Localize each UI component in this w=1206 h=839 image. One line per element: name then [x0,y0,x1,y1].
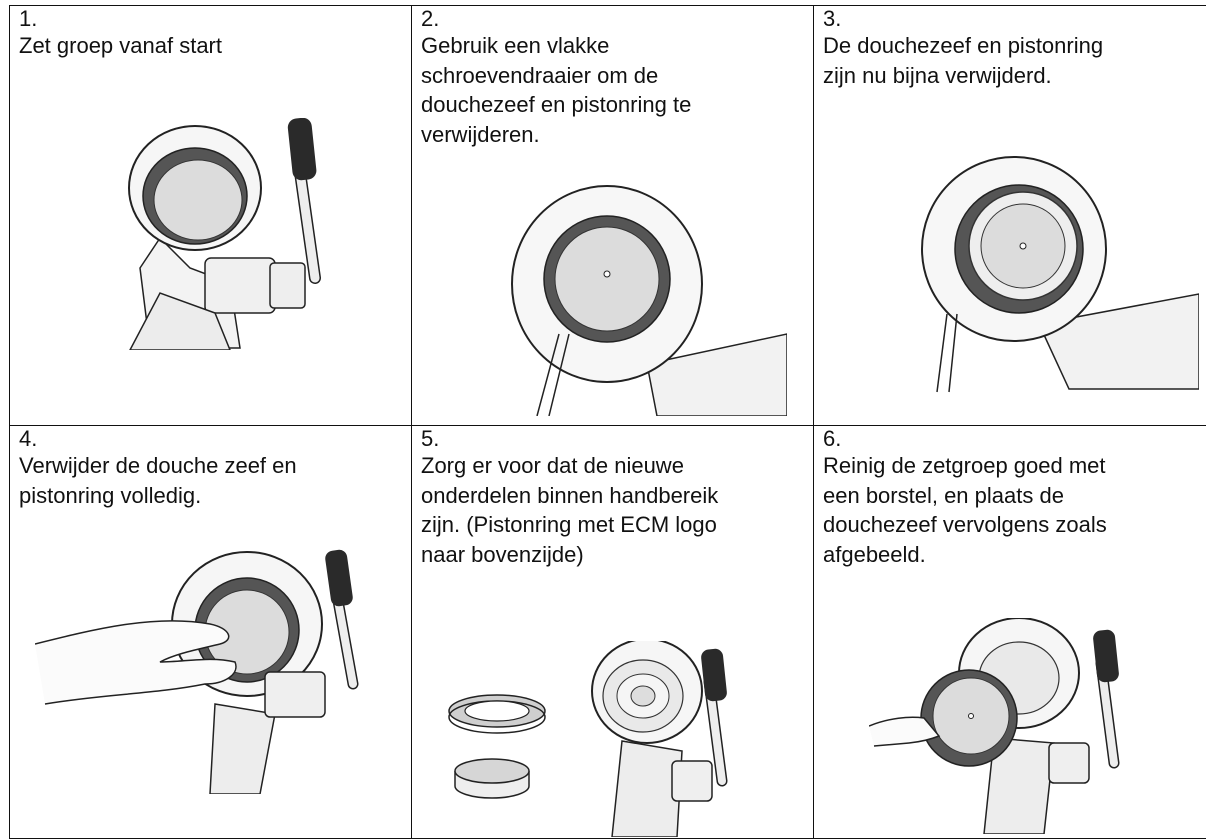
step-5-number: 5. [421,426,440,451]
group-head-with-lever-icon [128,118,321,350]
step-4-cell: 4. Verwijder de douche zeef en pistonrin… [10,426,411,838]
table-divider-1 [411,5,412,839]
new-parts-ring-and-screen-icon [448,641,728,837]
screwdriver-removing-screen-icon [511,185,787,416]
table-divider-2 [813,5,814,839]
screen-nearly-removed-icon [921,156,1199,393]
step-3-text: De douchezeef en pistonring zijn nu bijn… [823,33,1104,88]
step-3-number: 3. [823,6,842,31]
table-border-middle [9,425,1206,426]
step-4-number: 4. [19,426,38,451]
step-1-cell: 1. Zet groep vanaf start [10,6,411,425]
step-6-text: Reinig de zetgroep goed met een borstel,… [823,453,1107,567]
hand-placing-screen-icon [869,618,1120,834]
step-1-number: 1. [19,6,38,31]
step-2-text: Gebruik een vlakke schroevendraaier om d… [421,33,692,147]
step-1-text: Zet groep vanaf start [19,33,222,58]
step-5-text: Zorg er voor dat de nieuwe onderdelen bi… [421,453,719,567]
step-2-number: 2. [421,6,440,31]
hand-removing-screen-icon [35,549,359,794]
step-6-cell: 6. Reinig de zetgroep goed met een borst… [814,426,1206,838]
step-2-cell: 2. Gebruik een vlakke schroevendraaier o… [412,6,813,425]
step-4-text: Verwijder de douche zeef en pistonring v… [19,453,297,508]
table-border-left [9,5,10,839]
table-border-top [9,5,1206,6]
step-6-number: 6. [823,426,842,451]
step-5-cell: 5. Zorg er voor dat de nieuwe onderdelen… [412,426,813,838]
step-3-cell: 3. De douchezeef en pistonring zijn nu b… [814,6,1206,425]
